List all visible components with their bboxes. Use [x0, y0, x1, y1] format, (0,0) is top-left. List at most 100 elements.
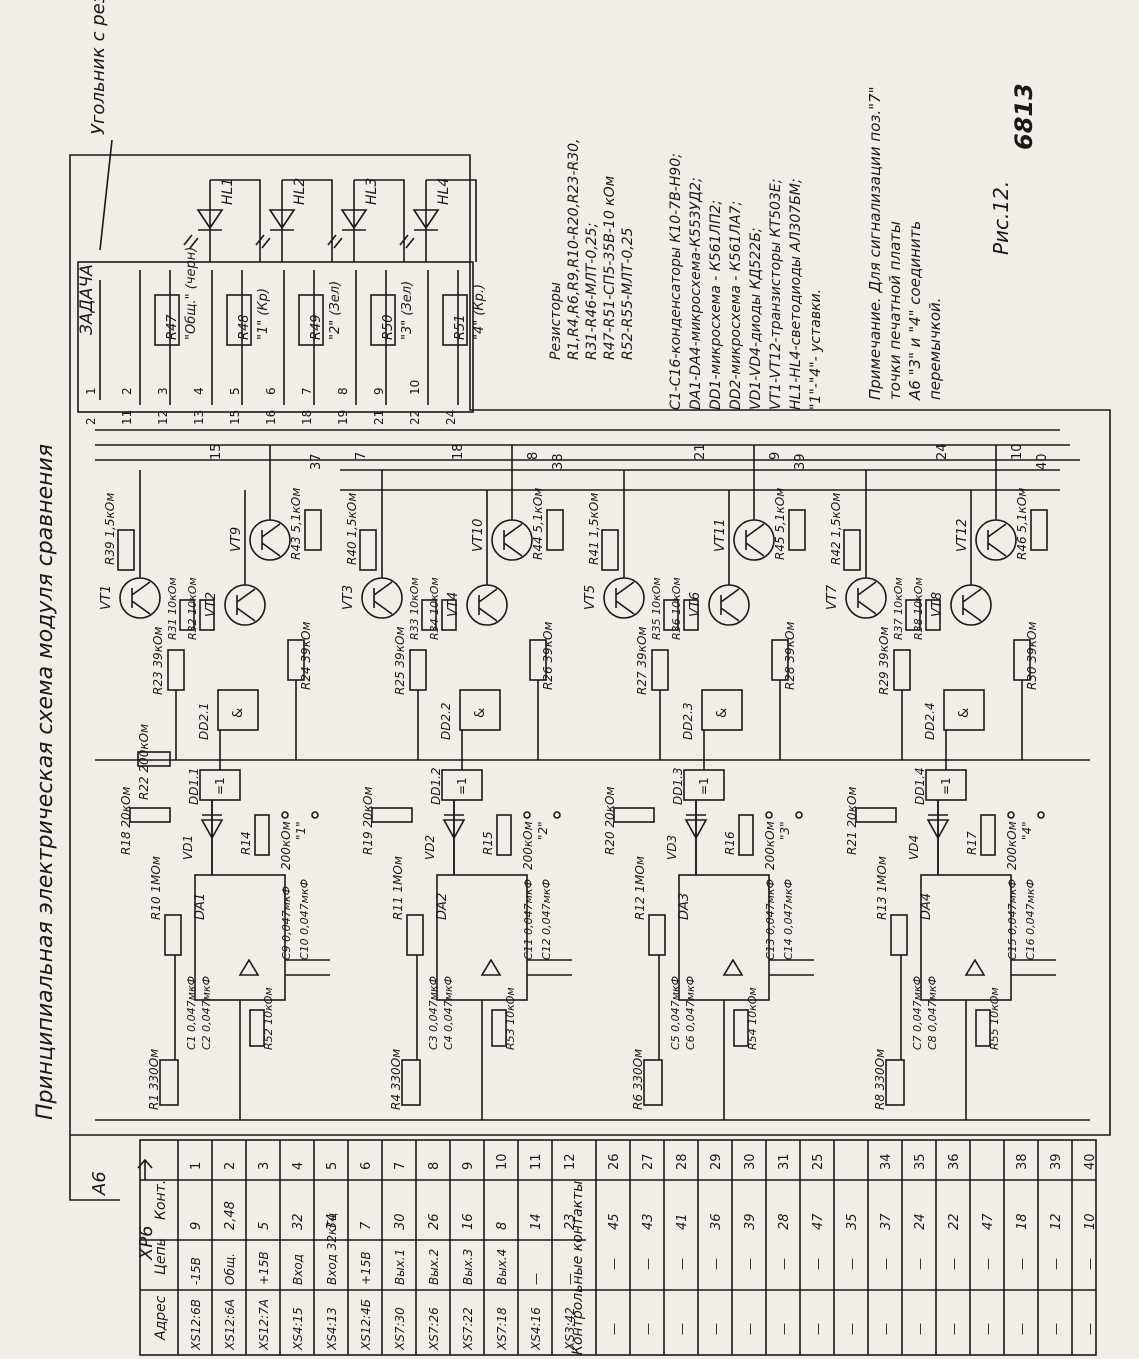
table-cell-circuit: —: [743, 1258, 757, 1270]
led-ray-icon: [255, 234, 271, 249]
resistor-label: R35 10кОм: [650, 577, 663, 640]
resistor: [788, 509, 806, 551]
test-point: [795, 811, 803, 819]
pin-number: 10: [1010, 443, 1025, 460]
task-resistor-label: "Общ." (черн): [184, 247, 199, 340]
task-pin-label: 13: [192, 410, 206, 425]
resistor: [371, 807, 413, 823]
table-cell-address: XS7:22: [461, 1307, 475, 1351]
led-label: HL3: [364, 178, 380, 205]
transistor-label: VT11: [713, 519, 728, 552]
task-resistor-ref: R48: [237, 314, 252, 340]
pin-number: 39: [793, 453, 808, 470]
capacitor-label: C3 0,047мкФ: [427, 976, 440, 1050]
table-cell-circuit: —: [641, 1258, 655, 1270]
pin-number: 40: [1035, 453, 1050, 470]
xor-gate-ref: DD1.4: [913, 767, 927, 805]
transistor-label: VT9: [229, 527, 244, 552]
table-cell-address: —: [879, 1323, 893, 1335]
resistor: [359, 529, 377, 571]
setpoint-label: "2": [536, 821, 550, 840]
note-line: перемычкой.: [926, 297, 944, 400]
pin-number: 24: [935, 443, 950, 460]
xor-symbol: =1: [213, 777, 227, 795]
task-resistor: [226, 294, 252, 346]
resistor-label: R39 1,5кОм: [103, 493, 117, 565]
resistor-label: R20 20кОм: [603, 787, 617, 855]
transistor-symbol: [975, 519, 1017, 561]
opamp-ref: DA3: [677, 893, 692, 920]
table-cell-address: —: [913, 1323, 927, 1335]
xor-symbol: =1: [455, 777, 469, 795]
table-cell-address: —: [777, 1323, 791, 1335]
resistor: [441, 599, 457, 631]
note-line: R31-R46-МЛТ-0,25;: [584, 223, 600, 360]
table-cell-circuit: Вых.3: [461, 1249, 475, 1285]
opamp-ref: DA2: [435, 893, 450, 920]
table-cell-contact: 18: [1015, 1213, 1030, 1230]
table-cell-address: —: [743, 1323, 757, 1335]
table-cell-number: 11: [529, 1153, 544, 1170]
opamp-ref: DA4: [919, 893, 934, 920]
resistor-label: R53 10кОм: [504, 987, 517, 1050]
led-ray-icon: [399, 234, 415, 249]
resistor: [167, 649, 185, 691]
table-cell-number: 12: [563, 1153, 578, 1170]
table-cell-contact: 24: [913, 1213, 928, 1230]
nand-gate: [701, 689, 743, 731]
task-pin-label: 6: [264, 387, 278, 395]
table-cell-contact: 47: [811, 1213, 826, 1230]
table-cell-address: —: [1015, 1323, 1029, 1335]
table-cell-contact: 45: [607, 1213, 622, 1230]
task-pin-label: 2: [120, 387, 134, 395]
task-pin-label: 4: [192, 387, 206, 395]
task-resistor: [442, 294, 468, 346]
resistor: [648, 914, 666, 956]
transistor-symbol: [224, 584, 266, 626]
resistor-label: R21 20кОм: [845, 787, 859, 855]
table-cell-contact: 10: [1083, 1213, 1098, 1230]
table-cell-circuit: —: [675, 1258, 689, 1270]
table-cell-number: 9: [461, 1162, 476, 1170]
table-cell-address: —: [709, 1323, 723, 1335]
table-cell-address: —: [641, 1323, 655, 1335]
connector-label: ХР6: [136, 1225, 157, 1261]
table-cell-circuit: —: [879, 1258, 893, 1270]
transistor-label: VT4: [446, 592, 461, 617]
table-header: Адрес: [153, 1295, 169, 1341]
table-cell-number: 36: [947, 1153, 962, 1170]
task-resistor-ref: R51: [453, 314, 468, 340]
resistor-label: R32 10кОм: [186, 577, 199, 640]
transistor-symbol: [249, 519, 291, 561]
resistor-label: R19 20кОм: [361, 787, 375, 855]
table-cell-circuit: —: [1015, 1258, 1029, 1270]
resistor: [905, 599, 921, 631]
transistor-symbol: [950, 584, 992, 626]
test-point: [553, 811, 561, 819]
resistor-label: R55 10кОм: [988, 987, 1001, 1050]
resistor: [117, 529, 135, 571]
table-cell-circuit: —: [1049, 1258, 1063, 1270]
resistor: [159, 1059, 179, 1106]
note-line: точки печатной платы: [886, 221, 904, 400]
pin-number: 7: [354, 452, 369, 460]
table-cell-contact: 5: [257, 1222, 272, 1230]
capacitor-label: C16 0,047мкФ: [1024, 879, 1037, 960]
capacitor-label: C14 0,047мкФ: [782, 879, 795, 960]
resistor-label: R52 10кОм: [262, 987, 275, 1050]
pin-number: 18: [451, 443, 466, 460]
table-cell-number: 1: [189, 1162, 204, 1170]
pin-number: 15: [209, 443, 224, 460]
table-cell-contact: 22: [947, 1213, 962, 1230]
task-block-label: ЗАДАЧА: [77, 264, 97, 335]
opamp-triangle-icon: [480, 958, 502, 976]
table-cell-address: XS12:6В: [189, 1299, 203, 1351]
table-cell-circuit: —: [607, 1258, 621, 1270]
table-cell-contact: 43: [641, 1213, 656, 1230]
